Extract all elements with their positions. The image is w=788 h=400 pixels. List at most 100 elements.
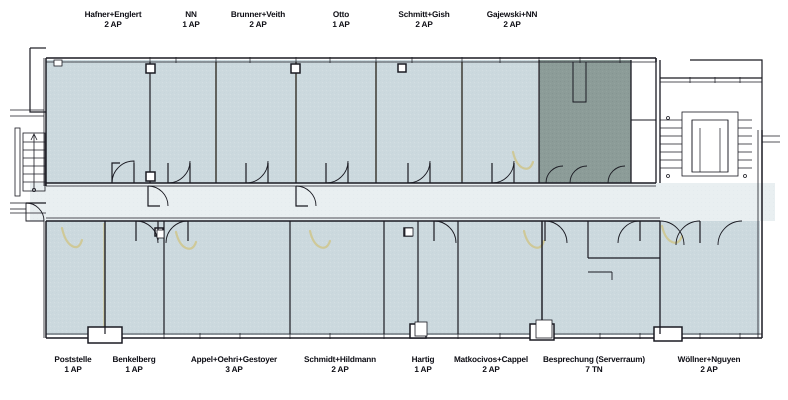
room-fill-hartig xyxy=(384,221,458,335)
door-lobby-left xyxy=(659,220,685,246)
window-ticks-bottom xyxy=(163,333,741,339)
room-fill-gajewski-server xyxy=(539,60,631,183)
door-schmidt-hildmann xyxy=(165,220,189,244)
room-fill-right-upper xyxy=(660,183,760,221)
room-fill-benkelberg xyxy=(102,221,164,335)
room-workplace-count: 2 AP xyxy=(104,20,122,30)
room-caption: Wöllner+Nguyen xyxy=(677,355,741,364)
room-fill-otto xyxy=(296,60,376,183)
doors xyxy=(111,160,743,246)
room-fill-woellner-nguyen xyxy=(660,221,760,335)
fixture-box-2 xyxy=(404,227,414,237)
room-workplace-count: 1 AP xyxy=(414,365,432,375)
room-caption: Brunner+Veith xyxy=(230,10,286,19)
highlight-mark-3 xyxy=(308,229,332,249)
jamb-box-4 xyxy=(397,63,407,73)
room-workplace-count: 3 AP xyxy=(225,365,243,375)
room-caption: Schmidt+Hildmann xyxy=(304,355,376,364)
room-label-woellner-nguyen: Wöllner+Nguyen 2 AP xyxy=(678,355,741,376)
room-workplace-count: 1 AP xyxy=(125,365,143,375)
room-fill-nn xyxy=(150,60,216,183)
room-caption: NN xyxy=(185,10,197,19)
room-caption: Schmitt+Gish xyxy=(398,10,450,19)
corridor-fill xyxy=(30,183,660,221)
door-corridor-mid2-jamb xyxy=(295,186,308,207)
room-fill-besprechung-annex xyxy=(588,258,660,288)
room-fill-appel xyxy=(164,221,290,335)
room-caption: Otto xyxy=(332,10,350,19)
room-label-benkelberg: Benkelberg 1 AP xyxy=(112,355,155,376)
door-hafner-wall xyxy=(111,162,120,183)
room-caption: Matkocivos+Cappel xyxy=(453,355,529,364)
door-corridor-mid-jamb xyxy=(147,186,160,207)
door-corridor-mid2 xyxy=(295,185,317,207)
room-workplace-count: 2 AP xyxy=(503,20,521,30)
room-caption: Besprechung (Serverraum) xyxy=(543,355,645,364)
highlight-mark-5 xyxy=(511,150,535,170)
room-workplace-count: 2 AP xyxy=(482,365,500,375)
wall-right-upper-return xyxy=(690,59,763,130)
room-label-besprechung-serverraum: Besprechung (Serverraum) 7 TN xyxy=(543,355,645,376)
room-label-hartig: Hartig 1 AP xyxy=(412,355,435,376)
fixtures xyxy=(53,59,553,339)
stairwell-left xyxy=(14,127,46,197)
room-caption: Hafner+Englert xyxy=(84,10,142,19)
room-workplace-count: 2 AP xyxy=(331,365,349,375)
fixture-box-1 xyxy=(156,229,165,239)
room-label-poststelle: Poststelle 1 AP xyxy=(54,355,91,376)
gajewski-inner-stub xyxy=(572,62,587,103)
room-workplace-count: 1 AP xyxy=(182,20,200,30)
room-caption: Gajewski+NN xyxy=(486,10,538,19)
door-lobby-right xyxy=(717,220,743,246)
room-fill-closet-upper xyxy=(631,60,656,120)
room-workplace-count: 2 AP xyxy=(249,20,267,30)
door-besprechung xyxy=(617,220,641,244)
room-label-otto: Otto 1 AP xyxy=(332,10,349,31)
room-workplace-count: 1 AP xyxy=(64,365,82,375)
jamb-box-2 xyxy=(145,171,156,182)
pilaster-4 xyxy=(653,326,683,342)
highlight-mark-6 xyxy=(660,224,684,244)
room-caption: Benkelberg xyxy=(112,355,156,364)
door-woellner-nguyen xyxy=(675,220,701,246)
room-label-appel-oehri-gestoyer: Appel+Oehri+Gestoyer 3 AP xyxy=(191,355,277,376)
room-fill-matkocivos xyxy=(458,221,542,335)
room-fill-hafner-englert xyxy=(46,60,150,183)
room-fill-brunner-veith xyxy=(216,60,296,183)
door-gajewski-b xyxy=(569,165,588,184)
door-gajewski-a xyxy=(545,165,564,184)
door-hartig xyxy=(433,220,457,244)
fixture-box-4 xyxy=(535,319,553,339)
room-label-hafner-englert: Hafner+Englert 2 AP xyxy=(85,10,142,31)
room-label-gajewski-nn: Gajewski+NN 2 AP xyxy=(486,10,538,31)
room-label-schmidt-hildmann: Schmidt+Hildmann 2 AP xyxy=(304,355,376,376)
room-fill-schmitt-gish xyxy=(376,60,462,183)
jamb-box-3 xyxy=(290,63,301,74)
room-label-brunner-veith: Brunner+Veith 2 AP xyxy=(231,10,285,31)
room-caption: Poststelle xyxy=(54,355,92,364)
highlight-mark-1 xyxy=(60,226,84,249)
door-gajewski-c xyxy=(607,165,626,184)
stairwell-right xyxy=(660,111,752,178)
room-fill-poststelle xyxy=(46,221,102,335)
room-workplace-count: 2 AP xyxy=(700,365,718,375)
jamb-box-1 xyxy=(145,63,156,74)
fixture-box-5 xyxy=(53,59,63,67)
room-label-matkocivos-cappel: Matkocivos+Cappel 2 AP xyxy=(454,355,528,376)
door-corridor-mid xyxy=(147,185,169,207)
lobby-window-ticks xyxy=(689,77,741,83)
room-label-nn: NN 1 AP xyxy=(182,10,199,31)
fixture-box-3 xyxy=(414,321,428,337)
room-workplace-count: 2 AP xyxy=(415,20,433,30)
room-fill-closet-lower xyxy=(631,120,656,183)
room-participant-count: 7 TN xyxy=(585,365,603,375)
highlight-mark-2 xyxy=(174,230,198,250)
room-fill-schmidt-hildmann xyxy=(290,221,384,335)
wall-left-landing xyxy=(29,48,46,113)
door-matkocivos xyxy=(544,220,568,244)
room-fills xyxy=(30,60,776,335)
room-fill-upper-mid xyxy=(462,60,538,183)
room-label-schmitt-gish: Schmitt+Gish 2 AP xyxy=(398,10,449,31)
room-workplace-count: 1 AP xyxy=(332,20,350,30)
